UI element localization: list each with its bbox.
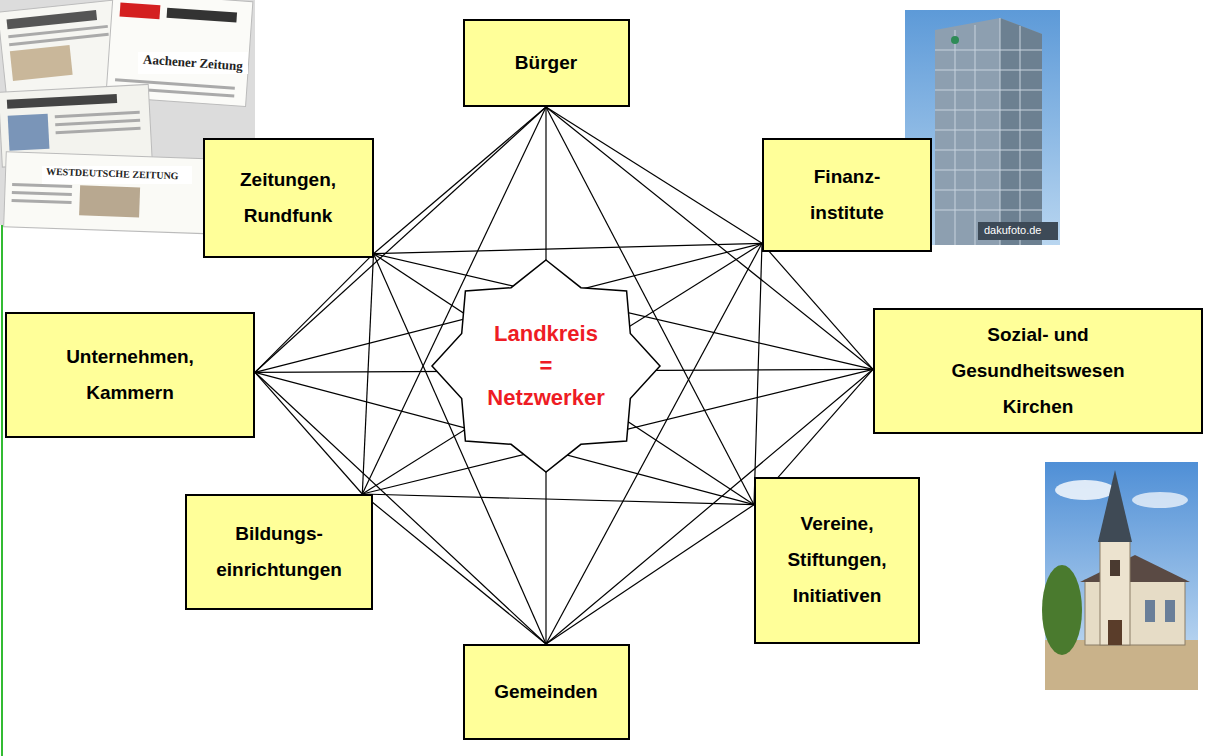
margin-line (1, 195, 3, 756)
network-line (255, 372, 362, 494)
box-label: Sozial- und Gesundheitswesen Kirchen (951, 317, 1126, 425)
text-group: Unternehmen, Kammern (55, 339, 205, 411)
text-group: Bürger (515, 45, 577, 81)
church-photo (1042, 462, 1198, 690)
box-label: Unternehmen, Kammern (55, 339, 205, 411)
network-line (374, 243, 763, 253)
actor-box: Unternehmen, Kammern (5, 312, 255, 438)
network-line (362, 243, 762, 494)
network-line (374, 107, 547, 254)
text-group: Sozial- und Gesundheitswesen Kirchen (951, 317, 1126, 425)
text-group: Finanz- institute (797, 159, 897, 231)
box-label: Bürger (515, 45, 577, 81)
hub-star: Landkreis = Netzwerker (430, 258, 662, 474)
text-group: Landkreis = Netzwerker (487, 318, 604, 414)
text-group: Vereine, Stiftungen, Initiativen (772, 506, 902, 614)
photo-watermark: dakufoto.de (984, 224, 1042, 236)
network-line (546, 505, 754, 644)
box-label: Finanz- institute (797, 159, 897, 231)
actor-box: Finanz- institute (762, 138, 932, 252)
network-line (362, 254, 373, 494)
box-label: Gemeinden (494, 674, 597, 710)
box-label: Vereine, Stiftungen, Initiativen (772, 506, 902, 614)
actor-box: Bürger (463, 19, 630, 107)
actor-box: Sozial- und Gesundheitswesen Kirchen (873, 308, 1203, 434)
box-label: Bildungs- einrichtungen (204, 516, 354, 588)
star-shape (432, 260, 660, 472)
network-line (762, 243, 873, 369)
newspaper-masthead: WESTDEUTSCHE ZEITUNG (46, 166, 179, 182)
hub-label: Landkreis = Netzwerker (487, 318, 604, 414)
newspaper-masthead: Aachener Zeitung (143, 52, 244, 75)
text-group: Gemeinden (494, 674, 597, 710)
actor-box: Gemeinden (463, 644, 630, 740)
box-label: Zeitungen, Rundfunk (223, 162, 353, 234)
actor-box: Vereine, Stiftungen, Initiativen (754, 477, 920, 644)
network-line (255, 254, 374, 373)
network-line (374, 254, 755, 505)
text-group: Zeitungen, Rundfunk (223, 162, 353, 234)
text-group: Bildungs- einrichtungen (204, 516, 354, 588)
actor-box: Zeitungen, Rundfunk (203, 138, 374, 258)
network-line (362, 494, 754, 505)
network-line (546, 107, 762, 243)
actor-box: Bildungs- einrichtungen (185, 494, 373, 610)
network-line (362, 494, 546, 644)
